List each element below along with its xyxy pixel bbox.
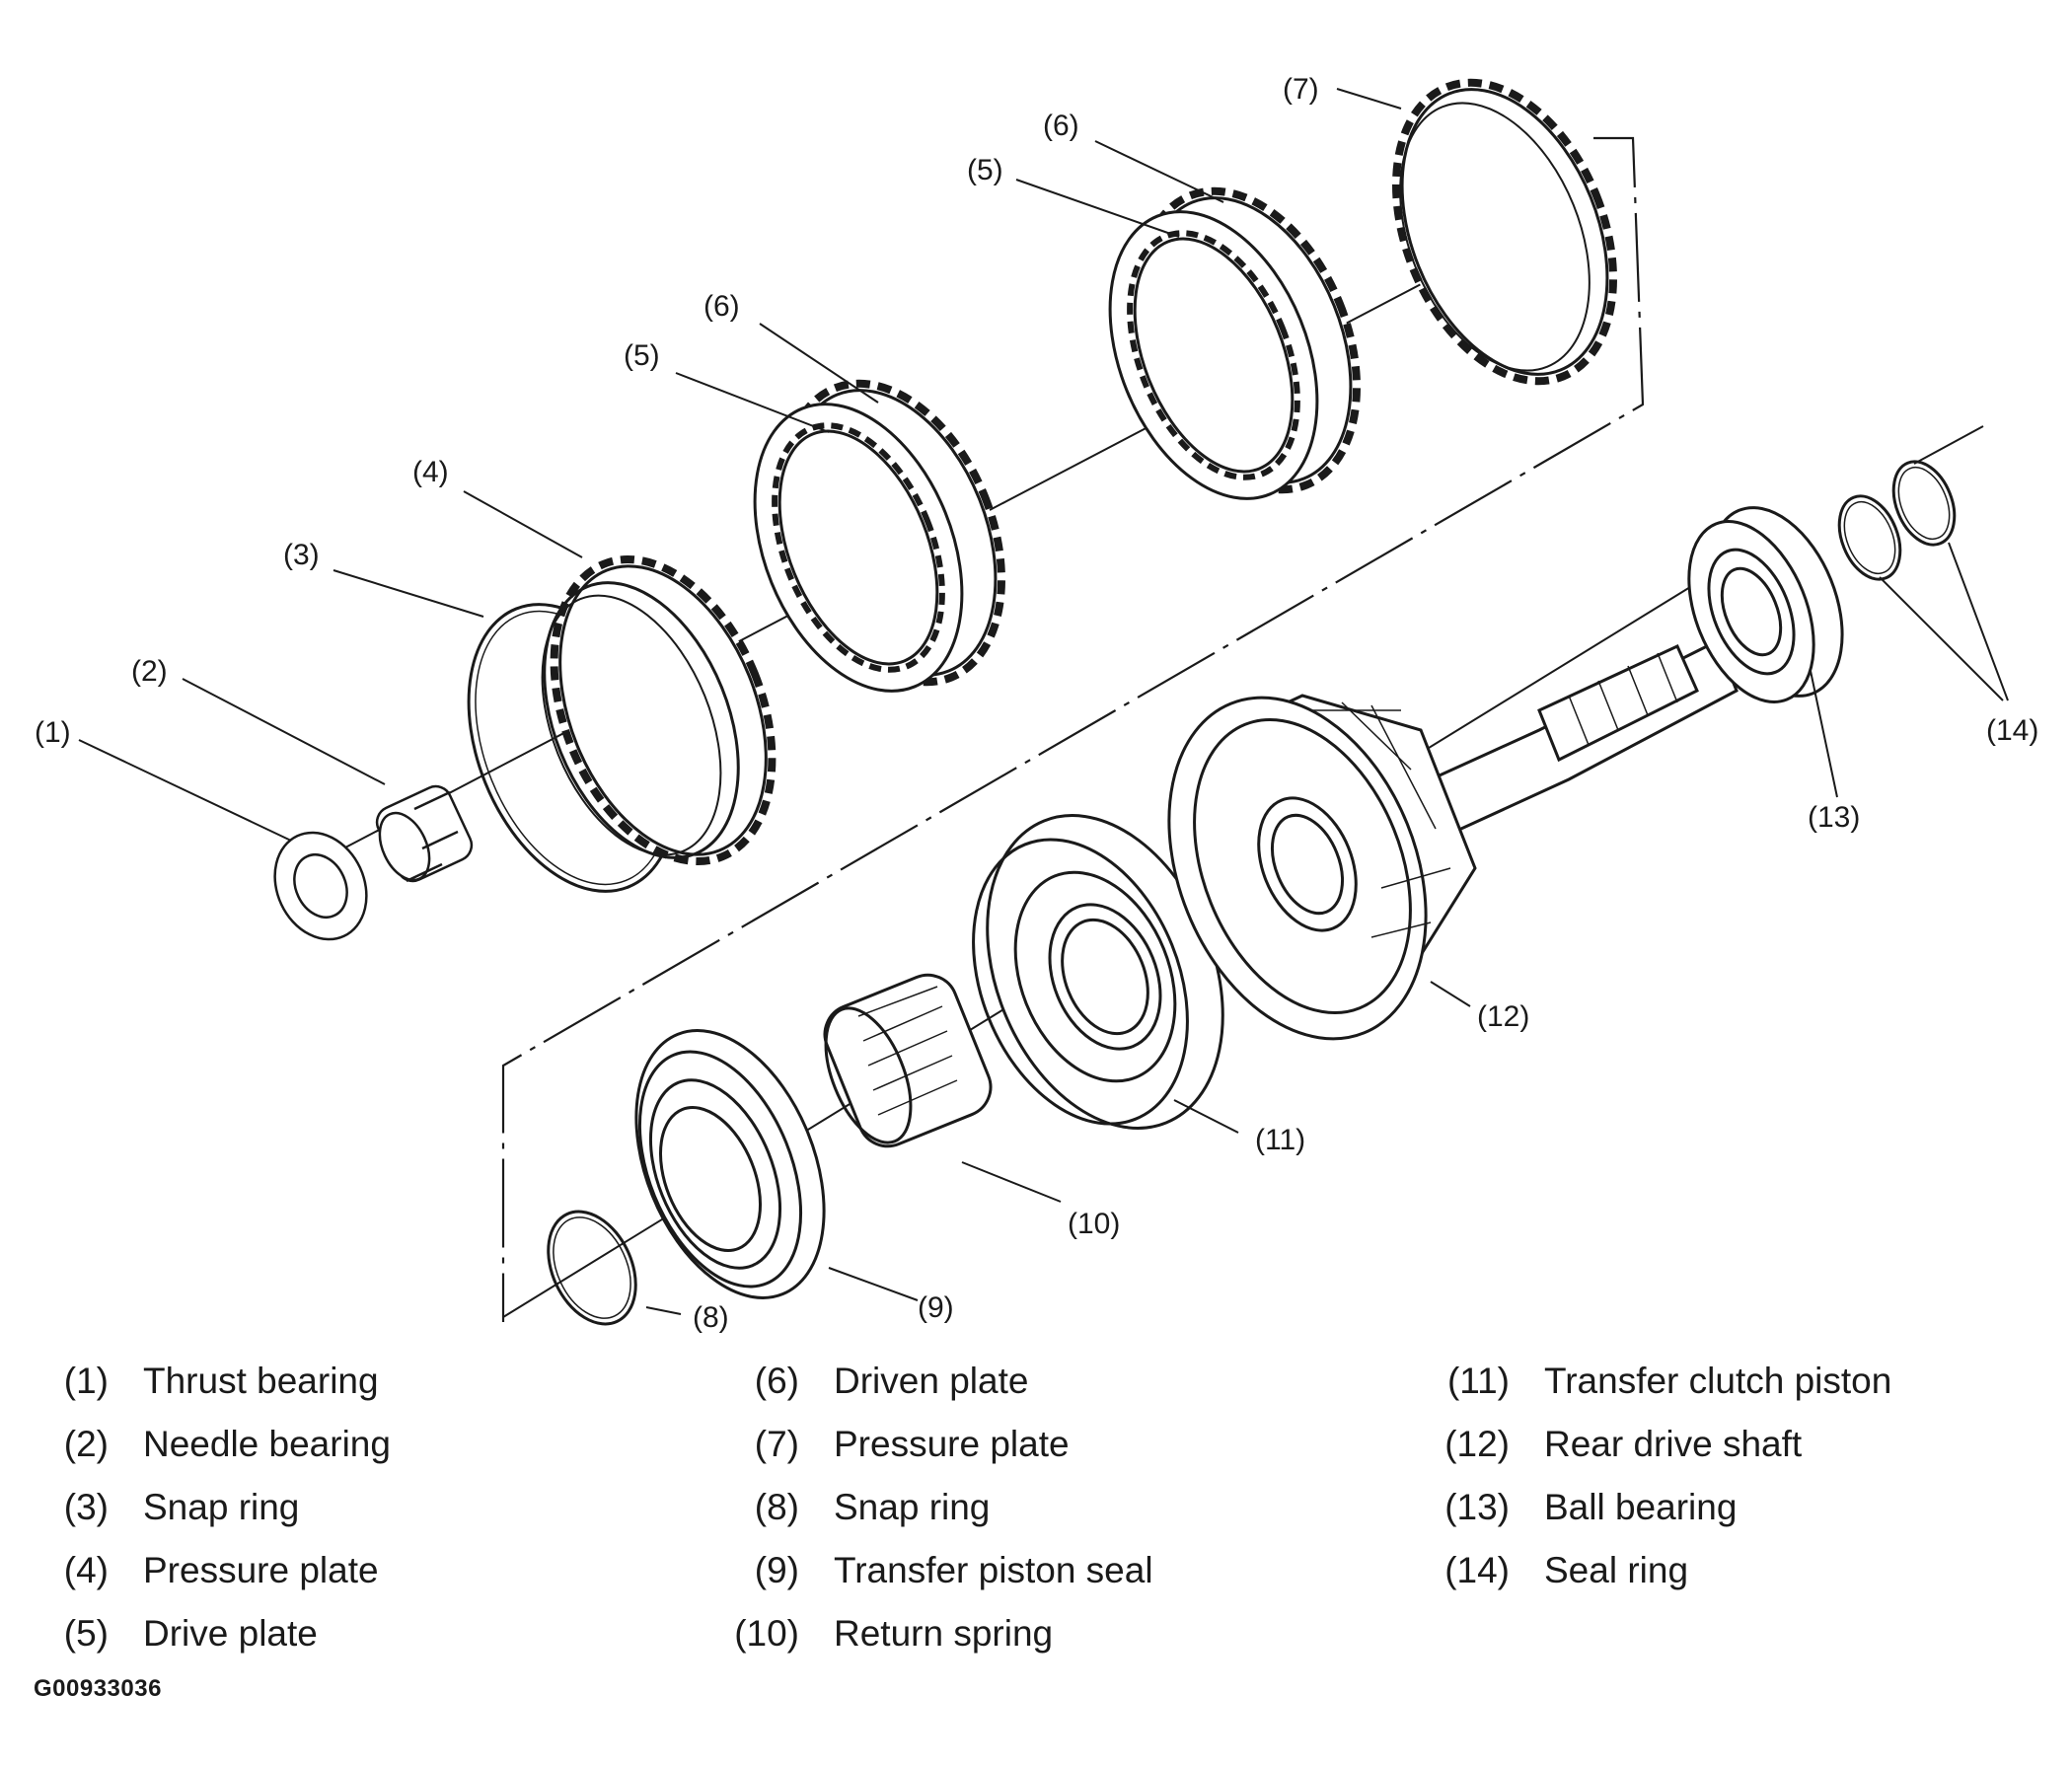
callout-6b: (6): [1043, 110, 1079, 142]
legend-number: (1): [63, 1361, 109, 1401]
callout-11: (11): [1255, 1124, 1305, 1156]
legend-label: Pressure plate: [834, 1424, 1070, 1464]
legend-label: Drive plate: [143, 1613, 318, 1654]
needle-bearing-part: [375, 784, 474, 883]
legend-number: (3): [63, 1487, 109, 1527]
pressure-plate-7-part: [1392, 78, 1617, 386]
callout-14: (14): [1986, 714, 2038, 747]
return-spring-part: [823, 973, 993, 1148]
legend-label: Snap ring: [834, 1487, 991, 1527]
legend-label: Needle bearing: [143, 1424, 391, 1464]
legend-number: (4): [63, 1550, 109, 1590]
callout-8: (8): [693, 1301, 729, 1334]
legend-label: Rear drive shaft: [1544, 1424, 1803, 1464]
callout-3: (3): [283, 539, 320, 571]
pressure-plate-part: [541, 554, 777, 866]
drive-driven-plate-pair-1: [753, 379, 1005, 693]
leader-lines: [78, 88, 2009, 1315]
callout-9: (9): [918, 1291, 954, 1324]
callout-2: (2): [131, 655, 168, 688]
ball-bearing-part: [1687, 506, 1844, 703]
seal-ring-part: [1837, 460, 1957, 581]
legend-label: Thrust bearing: [143, 1361, 379, 1401]
legend-label: Ball bearing: [1544, 1487, 1738, 1527]
legend-number: (13): [1444, 1487, 1510, 1527]
thrust-bearing-part: [273, 831, 368, 941]
snap-ring-8-part: [547, 1210, 637, 1326]
legend-number: (2): [63, 1424, 109, 1464]
figure-id: G00933036: [34, 1675, 162, 1702]
callout-10: (10): [1068, 1208, 1120, 1240]
callout-1: (1): [35, 716, 71, 749]
legend-number: (5): [63, 1613, 109, 1654]
legend-number: (14): [1444, 1550, 1510, 1590]
transfer-piston-seal-part: [634, 1029, 826, 1299]
drive-driven-plate-pair-2: [1108, 186, 1361, 500]
legend-label: Transfer clutch piston: [1544, 1361, 1892, 1401]
legend-number: (11): [1446, 1361, 1510, 1401]
legend-number: (7): [754, 1424, 799, 1464]
callout-13: (13): [1808, 801, 1860, 834]
callout-6a: (6): [703, 290, 740, 323]
legend-label: Snap ring: [143, 1487, 300, 1527]
legend-label: Pressure plate: [143, 1550, 379, 1590]
legend-label: Seal ring: [1544, 1550, 1689, 1590]
rear-drive-shaft-part: [1167, 638, 1739, 1041]
legend-label: Return spring: [834, 1613, 1054, 1654]
legend-label: Transfer piston seal: [834, 1550, 1153, 1590]
legend-number: (10): [734, 1613, 799, 1654]
callout-5b: (5): [967, 154, 1003, 186]
callout-7: (7): [1283, 73, 1319, 106]
legend-label: Driven plate: [834, 1361, 1029, 1401]
callout-4: (4): [412, 456, 449, 488]
callout-labels: (1) (2) (3) (4) (5) (6) (5) (6) (7) (8) …: [35, 73, 2038, 1334]
transfer-clutch-piston-part: [972, 814, 1224, 1130]
callout-12: (12): [1477, 1000, 1529, 1033]
legend-number: (9): [754, 1550, 799, 1590]
frame-lines: [501, 136, 1645, 1322]
legend-number: (8): [754, 1487, 799, 1527]
legend-number: (6): [754, 1361, 799, 1401]
callout-5a: (5): [624, 339, 660, 372]
legend-number: (12): [1444, 1424, 1510, 1464]
